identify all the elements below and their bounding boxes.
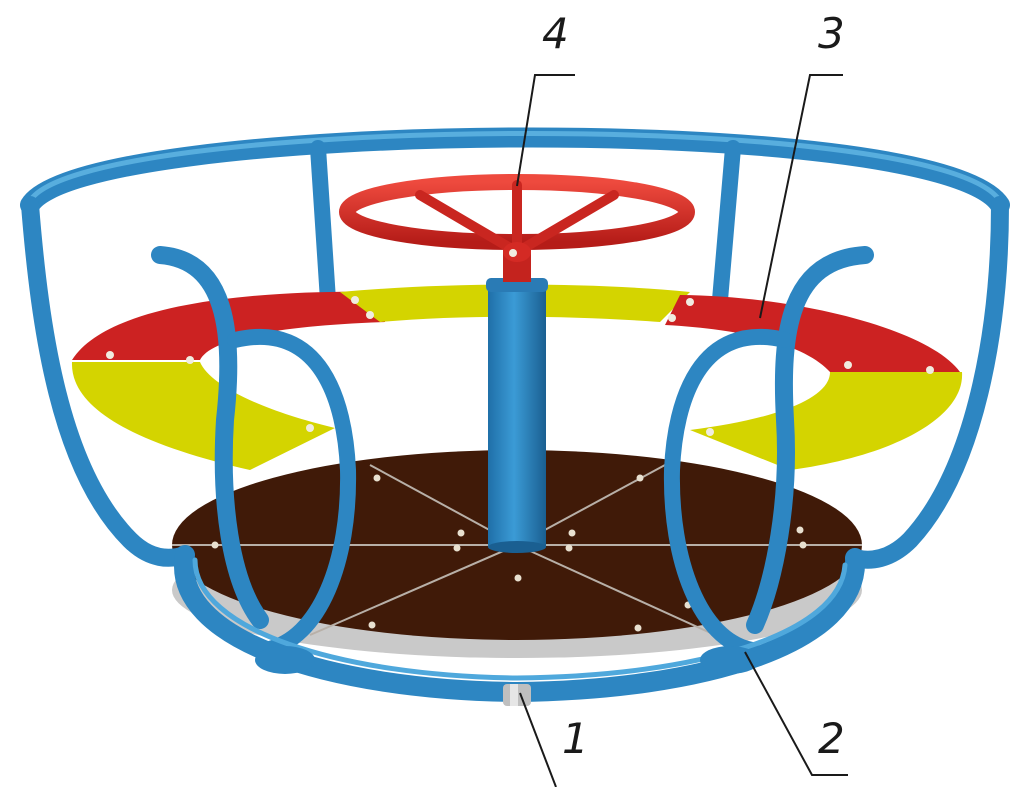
callout-1-label: 1 [562, 714, 589, 763]
center-column [486, 250, 548, 553]
frame-front [21, 196, 1009, 703]
callout-4: 4 [516, 9, 575, 187]
callout-1: 1 [519, 692, 589, 787]
callout-3-label: 3 [818, 9, 845, 58]
frame-back [20, 127, 1010, 308]
callout-2-label: 2 [818, 714, 845, 763]
callout-4-label: 4 [542, 9, 569, 58]
steering-wheel [339, 174, 695, 262]
callout-3: 3 [759, 9, 845, 319]
bearing [503, 684, 531, 706]
callout-2: 2 [744, 651, 848, 776]
